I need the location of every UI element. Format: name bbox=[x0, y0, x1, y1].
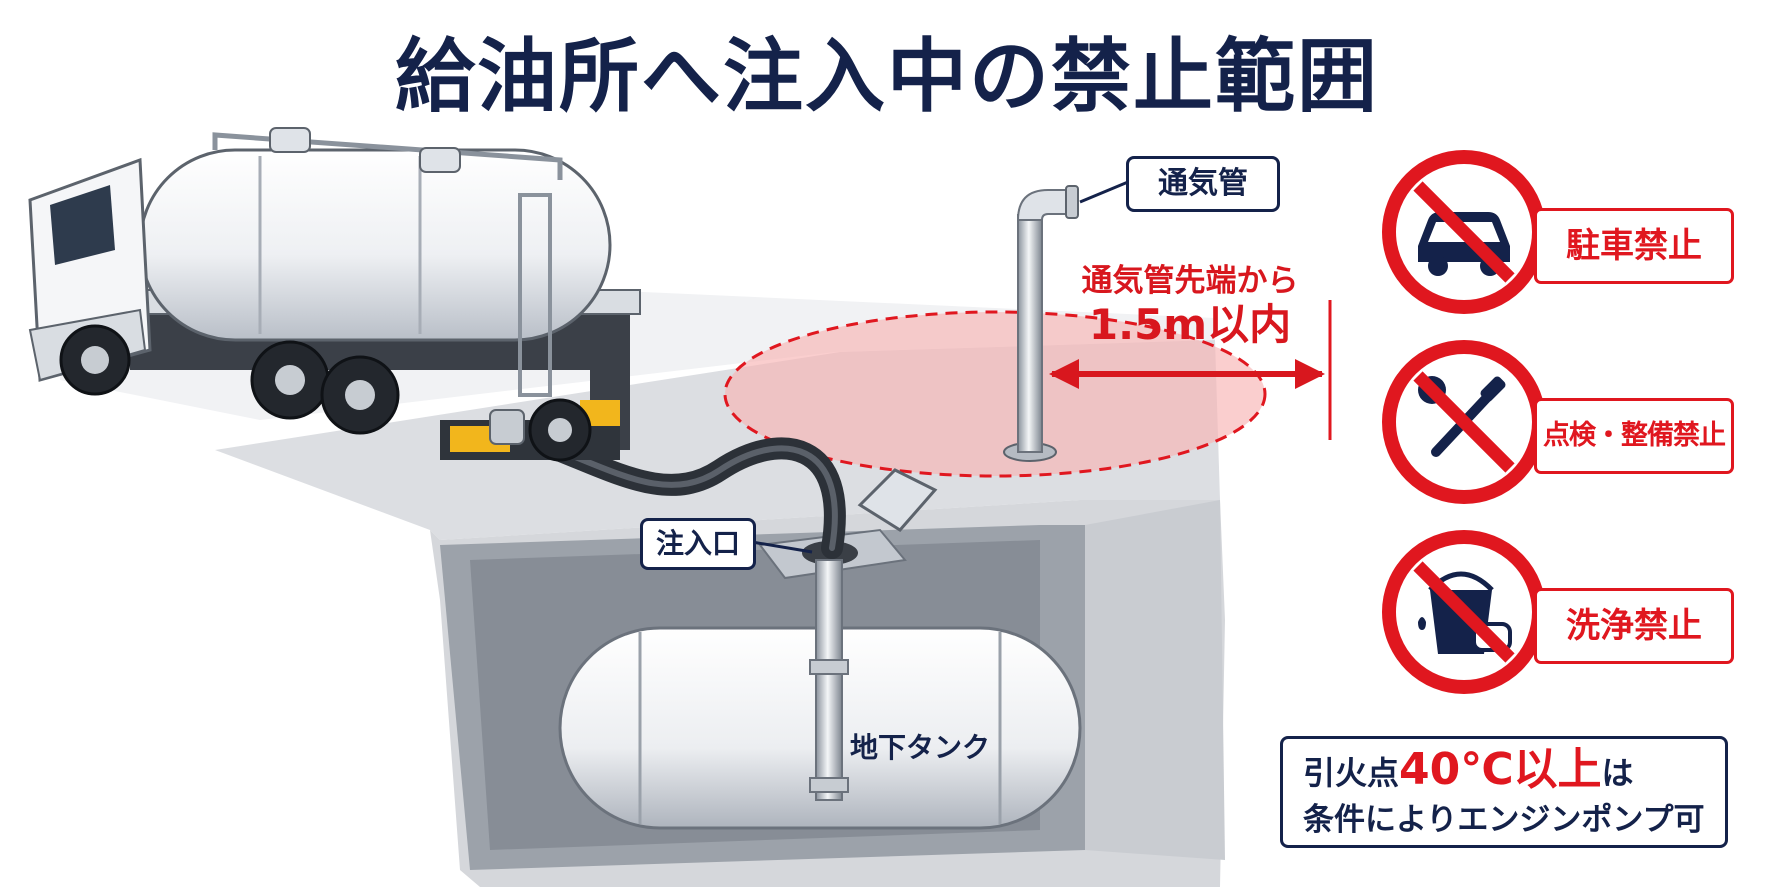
note-prefix: 引火点 bbox=[1303, 754, 1400, 792]
no-maintenance-sign bbox=[1382, 340, 1546, 504]
page-title: 給油所へ注入中の禁止範囲 bbox=[395, 30, 1379, 123]
no-parking-sign bbox=[1382, 150, 1546, 314]
prohibition-label-washing: 洗浄禁止 bbox=[1534, 588, 1734, 664]
note-suffix: は bbox=[1601, 754, 1634, 792]
inlet-label: 注入口 bbox=[640, 518, 756, 570]
bucket-sponge-icon bbox=[1413, 561, 1515, 663]
inlet-assembly bbox=[758, 468, 938, 801]
prohibition-label-maintenance: 点検・整備禁止 bbox=[1534, 398, 1734, 474]
tools-icon bbox=[1413, 371, 1515, 473]
range-annotation: 通気管先端から 1.5m以内 bbox=[1040, 262, 1340, 350]
restricted-zone bbox=[723, 310, 1267, 478]
car-icon bbox=[1413, 181, 1515, 283]
no-washing-sign bbox=[1382, 530, 1546, 694]
note-highlight: 40℃以上 bbox=[1399, 744, 1602, 795]
vent-pipe bbox=[1003, 185, 1079, 462]
prohibition-label-parking: 駐車禁止 bbox=[1534, 208, 1734, 284]
tanker-truck bbox=[28, 127, 641, 462]
range-line-1: 通気管先端から bbox=[1081, 263, 1299, 299]
range-line-2: 1.5m以内 bbox=[1088, 300, 1292, 349]
note-line-2: 条件によりエンジンポンプ可 bbox=[1303, 802, 1705, 838]
underground-tank-label: 地下タンク bbox=[849, 731, 990, 764]
flash-point-note: 引火点40℃以上は 条件によりエンジンポンプ可 bbox=[1280, 736, 1728, 848]
vent-pipe-label: 通気管 bbox=[1126, 156, 1280, 212]
note-line-1: 引火点40℃以上は bbox=[1303, 745, 1725, 798]
